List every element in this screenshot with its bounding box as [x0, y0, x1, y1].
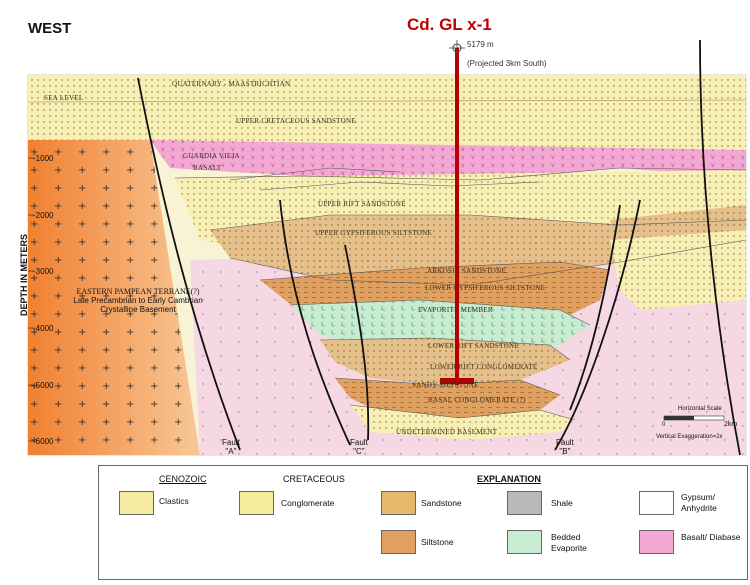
- terrane-line-2: Late Precambrian to Early Cambrian: [73, 296, 203, 305]
- fault-c2-line: [344, 244, 370, 441]
- scale-km: 2km: [724, 421, 738, 428]
- well-elevation: 5179 m: [467, 40, 494, 49]
- upper-gyp-silt: [210, 215, 746, 285]
- fault-a-line: [137, 77, 241, 451]
- unit-lower-rift-ss: LOWER RIFT SANDSTONE: [428, 342, 519, 350]
- legend-swatch-siltstone: [381, 530, 416, 554]
- depth-tick: -3000: [33, 267, 54, 276]
- legend-label-clastics: Clastics: [159, 496, 189, 506]
- unit-quaternary: QUATERNARY - MAASTRICHTIAN: [172, 80, 291, 88]
- unit-upper-cret-ss: UPPER CRETACEOUS SANDSTONE: [236, 117, 356, 125]
- scale-title: Horizontal Scale: [678, 406, 722, 412]
- legend-swatch-sandstone: [381, 491, 416, 515]
- unit-sea-level: SEA LEVEL: [44, 94, 84, 102]
- legend-label-shale: Shale: [551, 498, 573, 508]
- legend-label-conglomerate: Conglomerate: [281, 498, 335, 508]
- legend-label-basalt: Basalt/ Diabase: [681, 532, 741, 542]
- legend-explanation: EXPLANATION: [477, 474, 541, 484]
- depth-tick: -1000: [33, 154, 54, 163]
- basalt-layer: [150, 140, 746, 180]
- legend-swatch-evaporite: [507, 530, 542, 554]
- fault-id: "A": [225, 447, 237, 456]
- legend-label-gypsum: Gypsum/ Anhydrite: [681, 492, 717, 513]
- legend-swatch-basalt: [639, 530, 674, 554]
- fault-c-line: [279, 199, 351, 446]
- unit-lower-rift-cong: LOWER RIFT CONGLOMERATE: [430, 363, 538, 371]
- lower-rift-ss: [320, 338, 570, 385]
- terrane-label: EASTERN PAMPEAN TERRANE(?) Late Precambr…: [58, 287, 218, 314]
- fault-c-label: Fault"C": [350, 438, 368, 456]
- legend-box: CENOZOIC CRETACEOUS EXPLANATION Clastics…: [98, 465, 748, 580]
- legend-swatch-gypsum: [639, 491, 674, 515]
- fault-b-line: [554, 199, 641, 451]
- unit-undetermined-basement: UNDETERMINED BASEMENT: [396, 428, 498, 436]
- unit-lower-gyp-silt: LOWER GYPSIFEROUS SILTSTONE: [425, 284, 546, 292]
- fault-a-label: Fault"A": [222, 438, 240, 456]
- fault-word: Fault: [556, 438, 574, 447]
- well-projection-note: (Projected 3km South): [467, 59, 547, 68]
- unit-guardia-vieja: GUARDIA VIEJA: [183, 152, 240, 160]
- unit-sandy-siltstone: SANDY SILTSTONE: [412, 381, 479, 389]
- sandy-siltstone: [335, 378, 560, 418]
- unit-basal-cong: BASAL CONGLOMERATE (?): [428, 396, 526, 404]
- terrane-line-1: EASTERN PAMPEAN TERRANE(?): [76, 287, 200, 296]
- upper-cretaceous-layer: [28, 97, 746, 150]
- depth-tick: -5000: [33, 381, 54, 390]
- fault-id: "C": [353, 447, 365, 456]
- depth-axis-label: DEPTH IN METERS: [19, 234, 29, 317]
- basal-conglomerate: [350, 405, 575, 440]
- well-td: [440, 378, 474, 384]
- scale-zero: 0: [662, 422, 666, 428]
- terrane-line-3: Crystalline Basement: [100, 305, 176, 314]
- fault-word: Fault: [222, 438, 240, 447]
- unit-evaporite: EVAPORITE MEMBER: [418, 306, 493, 314]
- fault-b-label: Fault"B": [556, 438, 574, 456]
- unit-basalt: BASALT: [193, 164, 222, 172]
- fault-word: Fault: [350, 438, 368, 447]
- west-label: WEST: [28, 20, 72, 37]
- unit-upper-rift-ss: UPPER RIFT SANDSTONE: [318, 200, 406, 208]
- fault-id: "B": [559, 447, 571, 456]
- legend-label-siltstone: Siltstone: [421, 537, 454, 547]
- depth-tick: -4000: [33, 324, 54, 333]
- scale-vert-exag: Vertical Exaggeration=2x: [656, 434, 723, 440]
- legend-swatch-shale: [507, 491, 542, 515]
- legend-label-evaporite: Bedded Evaporite: [551, 532, 587, 553]
- legend-label-sandstone: Sandstone: [421, 498, 462, 508]
- legend-swatch-clastics: [119, 491, 154, 515]
- east-sandstone: [610, 230, 746, 310]
- legend-group-cretaceous: CRETACEOUS: [283, 474, 345, 484]
- depth-tick: -6000: [33, 437, 54, 446]
- legend-group-cenozoic: CENOZOIC: [159, 474, 207, 484]
- quaternary-layer: [28, 75, 746, 97]
- well-name: Cd. GL x-1: [407, 15, 492, 34]
- depth-tick: -2000: [33, 211, 54, 220]
- unit-upper-gyp-silt: UPPER GYPSIFEROUS SILTSTONE: [315, 229, 433, 237]
- legend-swatch-conglomerate: [239, 491, 274, 515]
- unit-arkosic-ss: ARKOSIC SANDSTONE: [427, 267, 507, 275]
